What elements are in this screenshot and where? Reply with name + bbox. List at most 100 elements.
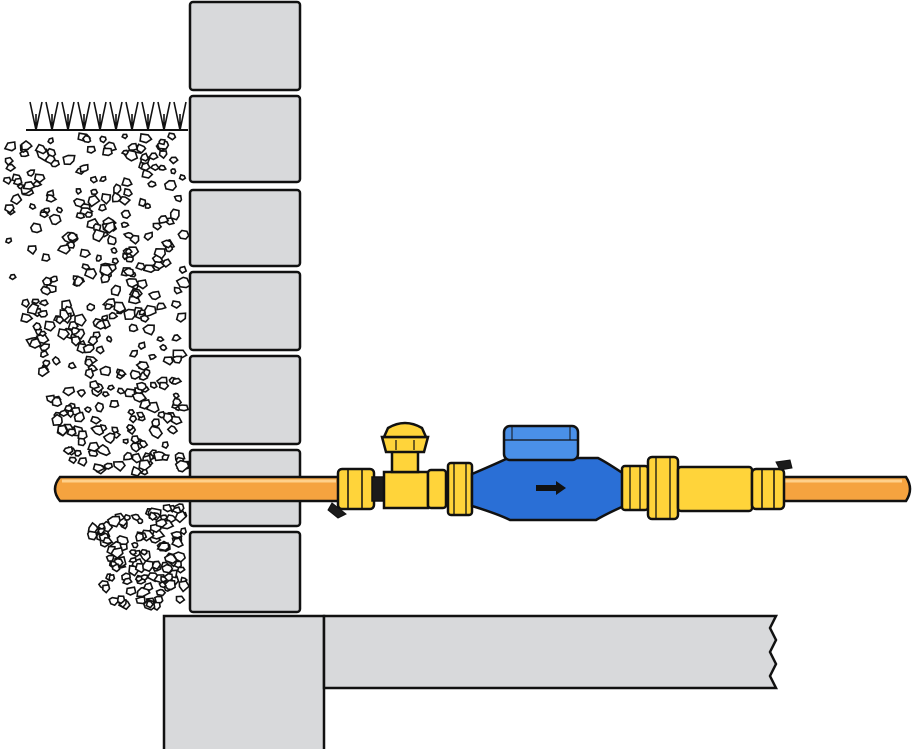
gravel-pebble xyxy=(87,194,101,208)
gravel-pebble xyxy=(142,324,155,336)
gravel-pebble xyxy=(38,299,49,307)
wall-block xyxy=(188,530,302,614)
gravel-pebble xyxy=(141,168,154,179)
gravel-pebble xyxy=(148,425,164,440)
gravel-pebble xyxy=(158,164,167,171)
gravel-pebble xyxy=(137,341,146,351)
soil-backfill xyxy=(2,132,192,612)
gravel-pebble xyxy=(179,527,187,536)
gravel-pebble xyxy=(86,302,96,312)
check-valve-body xyxy=(676,465,754,513)
gravel-pebble xyxy=(178,265,188,275)
gravel-pebble xyxy=(107,234,117,246)
gravel-pebble xyxy=(110,246,118,254)
gravel-pebble xyxy=(100,273,111,284)
gravel-pebble xyxy=(103,462,114,470)
grass-tuft xyxy=(109,101,123,131)
gravel-pebble xyxy=(55,315,65,325)
grass-tuft xyxy=(61,101,75,131)
gravel-pebble xyxy=(175,595,186,605)
gravel-pebble xyxy=(141,560,154,573)
gravel-pebble xyxy=(162,503,173,513)
gravel-pebble xyxy=(142,264,156,274)
gravel-pebble xyxy=(121,177,133,187)
gravel-pebble xyxy=(139,152,150,162)
gravel-pebble xyxy=(123,451,134,461)
gravel-pebble xyxy=(170,168,177,175)
gravel-pebble xyxy=(4,204,15,214)
coupling-nut xyxy=(426,461,474,517)
gravel-pebble xyxy=(43,207,51,214)
gravel-pebble xyxy=(27,245,37,256)
gravel-pebble xyxy=(142,368,151,379)
gravel-pebble xyxy=(89,415,102,425)
gravel-pebble xyxy=(89,175,99,184)
gravel-pebble xyxy=(117,369,127,377)
gravel-pebble xyxy=(129,369,142,380)
gravel-pebble xyxy=(62,445,74,456)
gravel-pebble xyxy=(20,140,33,151)
gravel-pebble xyxy=(135,596,146,605)
gravel-pebble xyxy=(159,343,168,352)
gravel-pebble xyxy=(134,575,143,583)
gravel-pebble xyxy=(128,349,139,358)
gravel-pebble xyxy=(174,510,188,524)
gravel-pebble xyxy=(71,335,82,347)
gravel-pebble xyxy=(168,156,179,165)
grass-tuft xyxy=(173,101,187,131)
gravel-pebble xyxy=(111,191,123,203)
gravel-pebble xyxy=(125,247,134,255)
gravel-pebble xyxy=(39,349,50,359)
gravel-pebble xyxy=(177,404,190,412)
water-meter xyxy=(470,424,626,522)
gravel-pebble xyxy=(153,595,164,604)
gravel-pebble xyxy=(40,285,52,296)
gravel-pebble xyxy=(100,192,112,205)
gravel-pebble xyxy=(160,239,173,249)
gravel-pebble xyxy=(3,141,17,152)
grass-tuft xyxy=(157,101,171,131)
gravel-pebble xyxy=(148,353,158,361)
gravel-pebble xyxy=(101,391,111,398)
gravel-pebble xyxy=(75,212,86,220)
gravel-pebble xyxy=(135,381,148,391)
gravel-pebble xyxy=(127,408,136,416)
gravel-pebble xyxy=(147,152,159,161)
gravel-pebble xyxy=(51,355,61,366)
gravel-pebble xyxy=(42,359,51,368)
gravel-pebble xyxy=(127,142,139,151)
gravel-pebble xyxy=(97,527,107,535)
gravel-pebble xyxy=(158,215,170,225)
block-wall xyxy=(188,0,302,614)
gravel-pebble xyxy=(138,308,146,316)
gravel-pebble xyxy=(98,175,107,183)
gravel-pebble xyxy=(83,268,98,280)
gravel-pebble xyxy=(47,137,55,145)
gravel-pebble xyxy=(160,575,169,583)
gravel-pebble xyxy=(41,253,51,262)
gravel-pebble xyxy=(74,313,87,327)
grass-tuft xyxy=(45,101,59,131)
gravel-pebble xyxy=(106,515,121,528)
gravel-pebble xyxy=(128,556,138,564)
gravel-pebble xyxy=(156,336,165,343)
gravel-pebble xyxy=(2,176,12,185)
gravel-pebble xyxy=(89,379,101,390)
gravel-pebble xyxy=(125,277,140,288)
gravel-pebble xyxy=(110,560,119,568)
gravel-pebble xyxy=(130,442,141,453)
gravel-pebble xyxy=(97,203,108,212)
gravel-pebble xyxy=(84,358,94,368)
gravel-pebble xyxy=(81,263,91,271)
gravel-pebble xyxy=(131,452,143,464)
gravel-pebble xyxy=(70,326,81,336)
gravel-pebble xyxy=(121,577,133,586)
gravel-pebble xyxy=(33,173,46,184)
gravel-pebble xyxy=(111,426,119,434)
gravel-pebble xyxy=(139,132,153,144)
gravel-pebble xyxy=(136,517,144,525)
gravel-pebble xyxy=(158,138,166,146)
gravel-pebble xyxy=(142,582,154,591)
gravel-pebble xyxy=(87,335,99,347)
